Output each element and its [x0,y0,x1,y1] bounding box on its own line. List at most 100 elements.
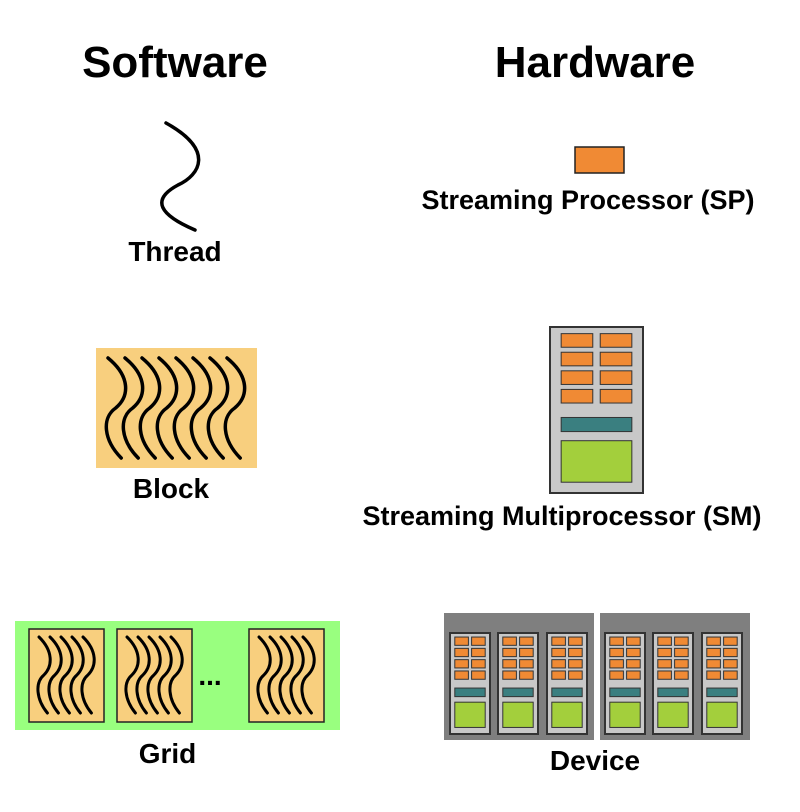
sp-core [723,659,738,669]
sp-core [551,647,566,658]
sp-core [706,670,721,680]
thread-wave [121,356,145,460]
software-heading: Software [82,38,268,87]
thread-wave [300,635,316,715]
thread-wave [172,356,196,460]
sp-icon [574,146,625,174]
thread-wave [146,635,162,715]
sp-core [657,659,672,669]
sp-core [599,333,633,348]
sm-shared-unit [560,416,633,433]
thread-wave [104,356,128,460]
thread-wave [267,635,283,715]
thread-wave [138,356,162,460]
sp-core [560,351,594,367]
sp-core [560,388,594,404]
sp-core [599,388,633,404]
sp-core [519,636,534,646]
sp-core [560,333,594,348]
sp-core [519,670,534,680]
sp-core [471,636,486,646]
sp-core [706,647,721,658]
sm-memory [657,701,689,728]
sp-core [609,636,624,646]
sm-memory [551,701,583,728]
sm-memory [609,701,641,728]
thread-wave [80,635,96,715]
sp-core [674,659,689,669]
sm-shared-unit [706,687,738,698]
sm-memory [560,440,633,483]
sp-core [674,670,689,680]
sp-core [599,351,633,367]
thread-icon [160,121,201,232]
sp-core [560,370,594,385]
sp-core [551,659,566,669]
grid-ellipsis: ... [198,660,222,691]
sp-core [626,636,641,646]
grid-label: Grid [138,738,197,769]
thread-wave [256,635,272,715]
sp-core [626,647,641,658]
sp-core [502,636,517,646]
thread-wave [189,356,213,460]
hardware-heading: Hardware [494,38,696,87]
sp-core [657,647,672,658]
thread-wave [206,356,230,460]
sp-core [723,647,738,658]
thread-wave [289,635,305,715]
thread-wave [168,635,184,715]
sp-core [706,636,721,646]
thread-wave [278,635,294,715]
sm-shared-unit [551,687,583,698]
sp-core [626,670,641,680]
sp-core [657,636,672,646]
block-icon [96,348,257,468]
sp-core [471,670,486,680]
sm-memory [454,701,486,728]
sp-core [706,659,721,669]
sp-core [502,659,517,669]
sp-core [609,670,624,680]
sp-core [568,670,583,680]
sp-core [723,636,738,646]
sm-label: Streaming Multiprocessor (SM) [362,501,762,531]
sp-core [568,647,583,658]
sp-core [657,670,672,680]
sp-core [551,636,566,646]
sp-core [471,659,486,669]
thread-wave [155,356,179,460]
thread-wave [58,635,74,715]
block-label: Block [132,473,210,504]
sm-memory [502,701,534,728]
sp-core [454,647,469,658]
sm-memory [706,701,738,728]
sp-core [599,370,633,385]
thread-wave [69,635,85,715]
device-icon [444,613,750,740]
sp-core [723,670,738,680]
sp-core [674,636,689,646]
sp-core [626,659,641,669]
thread-wave [135,635,151,715]
sp-core [454,636,469,646]
sp-core [609,659,624,669]
thread-wave [124,635,140,715]
sp-core [568,636,583,646]
sp-core [519,659,534,669]
device-label: Device [549,745,641,776]
sm-shared-unit [609,687,641,698]
sm-shared-unit [454,687,486,698]
grid-icon [15,621,340,730]
thread-wave [223,356,247,460]
sm-shared-unit [657,687,689,698]
thread-label: Thread [128,236,222,267]
thread-wave [157,635,173,715]
sm-shared-unit [502,687,534,698]
sp-core [471,647,486,658]
sp-core [502,670,517,680]
sp-core [609,647,624,658]
sp-core [519,647,534,658]
thread-wave [47,635,63,715]
